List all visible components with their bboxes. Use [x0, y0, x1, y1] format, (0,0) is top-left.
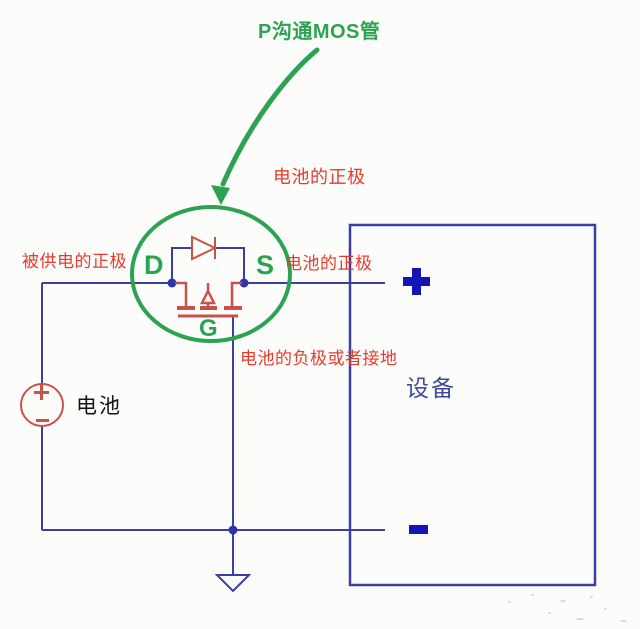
plus-icon-horizontal — [403, 277, 430, 286]
wire-network — [41, 247, 385, 575]
speckle — [590, 596, 593, 598]
battery-label: 电池 — [76, 395, 122, 418]
battery-plus-horizontal — [34, 391, 49, 394]
device-minus-terminal — [409, 525, 428, 534]
junction-dots — [167, 278, 249, 535]
source-junction-dot — [239, 278, 249, 288]
drain-junction-dot — [167, 278, 177, 288]
pin-label-gate: G — [199, 315, 219, 342]
wire-diode-cathode — [215, 247, 245, 283]
speckle — [604, 608, 607, 610]
device-box — [348, 223, 597, 587]
annotation-battery-positive-top: 电池的正极 — [273, 167, 366, 187]
ground-junction-dot — [228, 525, 238, 535]
diode-triangle — [191, 235, 218, 261]
mosfet-body-arrow — [199, 288, 217, 305]
ground-symbol-icon — [214, 574, 252, 593]
annotation-powered-positive: 被供电的正极 — [22, 252, 127, 271]
annotation-battery-negative-or-ground: 电池的负极或者接地 — [240, 349, 398, 368]
device-label: 设备 — [406, 375, 456, 401]
battery-minus-mark — [36, 419, 49, 422]
pointer-arrow-shaft — [220, 47, 320, 187]
speckle — [576, 618, 584, 620]
pin-label-source: S — [256, 250, 275, 280]
speckle — [531, 594, 534, 596]
body-diode-icon — [191, 235, 218, 261]
mosfet-source-contact — [230, 281, 242, 306]
wire-diode-anode — [171, 247, 192, 283]
mosfet-highlight-ellipse — [130, 205, 292, 343]
battery-symbol-icon — [20, 383, 64, 427]
diagram-title: P沟通MOS管 — [258, 21, 381, 43]
pointer-arrow-icon — [211, 47, 320, 205]
device-plus-terminal — [403, 268, 430, 295]
annotation-battery-positive-right: 电池的正极 — [285, 254, 373, 273]
mosfet-drain-contact — [175, 281, 188, 306]
speckle — [508, 601, 511, 603]
mosfet-symbol-icon — [175, 281, 242, 318]
speckle — [620, 620, 627, 622]
pointer-arrow-head — [211, 185, 230, 205]
speckle — [548, 612, 551, 614]
pin-label-drain: D — [144, 250, 164, 280]
speckle — [560, 600, 566, 602]
battery-plus-mark — [34, 385, 49, 400]
